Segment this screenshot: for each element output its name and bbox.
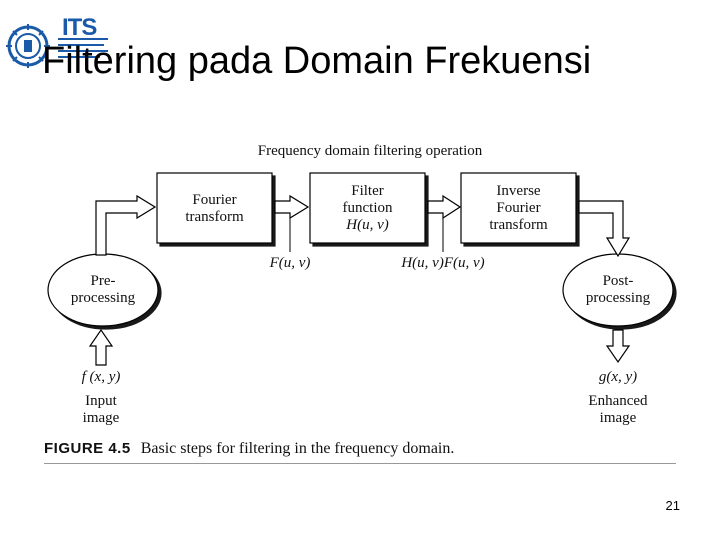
arrow-filter-to-inverse xyxy=(427,194,462,220)
arrow-inverse-to-post xyxy=(578,200,631,258)
input-label-1: Input xyxy=(85,393,117,409)
page-number: 21 xyxy=(665,498,680,513)
signal-g-label: g(x, y) xyxy=(598,369,638,385)
its-logo: ITS xyxy=(6,6,116,76)
output-label-2: image xyxy=(599,410,637,426)
post-label-1: Post- xyxy=(602,273,634,289)
arrow-pre-to-fourier xyxy=(95,194,157,256)
diagram-heading: Frequency domain filtering operation xyxy=(257,143,483,159)
its-seal-icon xyxy=(6,24,108,68)
fourier-label-2: transform xyxy=(185,209,244,225)
filter-label-2: function xyxy=(342,200,393,216)
output-label-1: Enhanced xyxy=(588,393,648,409)
inverse-label-1: Inverse xyxy=(496,183,541,199)
fourier-transform-block xyxy=(156,172,273,244)
inverse-fourier-block xyxy=(460,172,577,244)
logo-wordmark: ITS xyxy=(62,14,97,41)
figure-caption-text: Basic steps for filtering in the frequen… xyxy=(140,440,455,457)
filter-function-block xyxy=(309,172,426,244)
filter-label-1: Filter xyxy=(351,183,384,199)
arrow-post-to-output xyxy=(605,329,631,364)
figure-caption-label: FIGURE 4.5 xyxy=(44,440,131,457)
figure-caption: FIGURE 4.5 Basic steps for filtering in … xyxy=(44,440,454,458)
fourier-label-1: Fourier xyxy=(192,192,237,208)
inverse-label-3: transform xyxy=(489,217,548,233)
arrow-fourier-to-filter xyxy=(274,194,310,220)
slide-title: Filtering pada Domain Frekuensi xyxy=(42,40,592,82)
signal-HF-label: H(u, v)F(u, v) xyxy=(401,255,485,271)
post-label-2: processing xyxy=(585,290,651,306)
signal-F-label: F(u, v) xyxy=(269,255,311,271)
inverse-label-2: Fourier xyxy=(496,200,541,216)
pre-label-2: processing xyxy=(70,290,136,306)
filter-label-3: H(u, v) xyxy=(346,217,389,233)
signal-f-label: f (x, y) xyxy=(81,369,121,385)
arrow-input-to-pre xyxy=(88,328,114,366)
caption-divider xyxy=(44,463,676,464)
input-label-2: image xyxy=(82,410,120,426)
pre-label-1: Pre- xyxy=(90,273,116,289)
